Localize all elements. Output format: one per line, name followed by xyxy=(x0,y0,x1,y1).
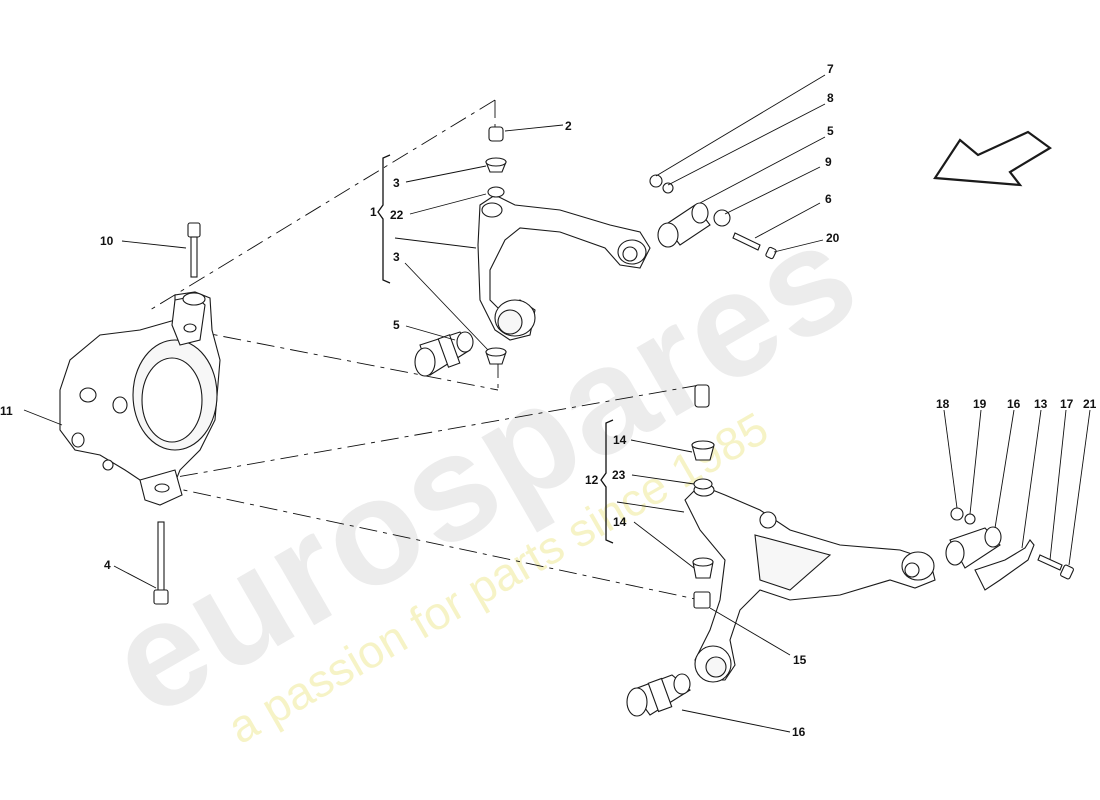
callout-8: 8 xyxy=(827,91,834,105)
steering-knuckle xyxy=(23,291,221,506)
callout-13: 13 xyxy=(1034,397,1048,411)
lower-ball-joint-parts xyxy=(616,384,791,656)
lower-bush-right xyxy=(943,409,1091,591)
callout-10: 10 xyxy=(100,234,114,248)
lower-wishbone xyxy=(684,483,936,683)
callout-3a: 3 xyxy=(393,176,400,190)
lower-bush-bottom xyxy=(626,673,791,733)
callout-23: 23 xyxy=(612,468,626,482)
callout-4: 4 xyxy=(104,558,111,572)
callout-9: 9 xyxy=(825,155,832,169)
upper-bush-left xyxy=(405,325,474,377)
callout-15: 15 xyxy=(793,653,807,667)
callout-21: 21 xyxy=(1083,397,1097,411)
direction-arrow xyxy=(933,130,1052,187)
upper-bush-right xyxy=(649,74,826,260)
upper-wishbone xyxy=(477,194,651,341)
bolt-top xyxy=(121,222,201,278)
callout-16a: 16 xyxy=(792,725,806,739)
callout-16b: 16 xyxy=(1007,397,1021,411)
callout-1: 1 xyxy=(370,205,377,219)
callout-7: 7 xyxy=(827,62,834,76)
brace-lower xyxy=(600,419,614,544)
callout-5a: 5 xyxy=(393,318,400,332)
callout-22: 22 xyxy=(390,208,404,222)
callout-19: 19 xyxy=(973,397,987,411)
callout-14a: 14 xyxy=(613,433,627,447)
bolt-bottom xyxy=(113,521,169,605)
callout-5b: 5 xyxy=(827,124,834,138)
callout-3b: 3 xyxy=(393,250,400,264)
upper-ball-joint-parts xyxy=(394,124,564,365)
callout-12: 12 xyxy=(585,473,599,487)
callout-17: 17 xyxy=(1060,397,1074,411)
callout-6: 6 xyxy=(825,192,832,206)
callouts: 2 3 1 22 3 5 10 11 4 7 8 5 9 6 20 14 23 … xyxy=(0,62,1097,739)
callout-11: 11 xyxy=(0,404,13,418)
callout-2: 2 xyxy=(565,119,572,133)
callout-18: 18 xyxy=(936,397,950,411)
callout-14b: 14 xyxy=(613,515,627,529)
brace-upper xyxy=(377,154,391,284)
callout-20: 20 xyxy=(826,231,840,245)
